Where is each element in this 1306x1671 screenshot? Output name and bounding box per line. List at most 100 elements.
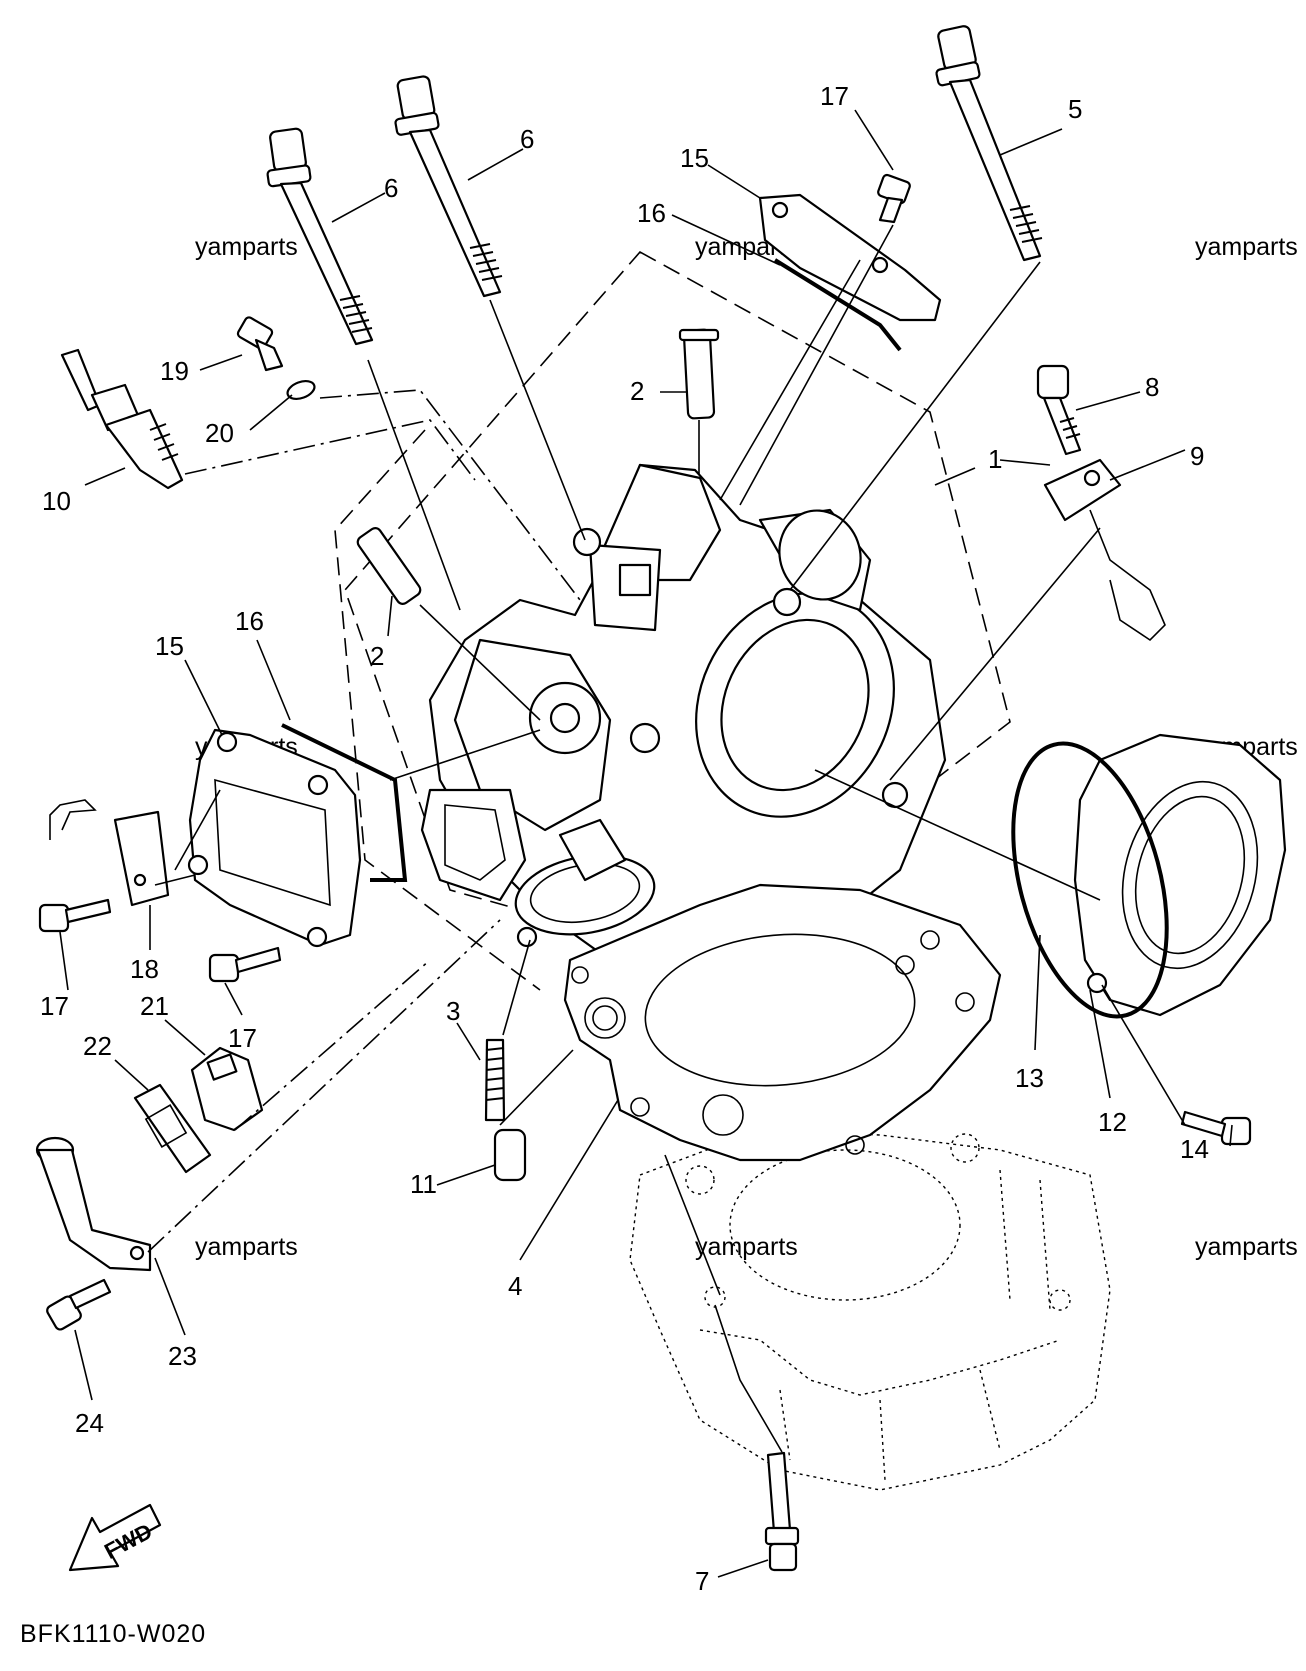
bolt-8 (1036, 364, 1082, 456)
callout-leader (331, 192, 386, 223)
callout-23: 23 (168, 1341, 197, 1371)
callout-leader (707, 164, 761, 199)
callout-24: 24 (75, 1408, 104, 1438)
assembly-line (489, 299, 586, 541)
diagram-code: BFK1110-W020 (20, 1620, 206, 1648)
callout-17: 17 (228, 1023, 257, 1053)
washer-20 (286, 379, 316, 401)
callout-leader (999, 459, 1051, 466)
callout-leader (934, 467, 976, 486)
callout-21: 21 (140, 991, 169, 1021)
callout-leader (256, 639, 291, 721)
callout-2: 2 (370, 641, 384, 671)
callout-leader (436, 1164, 496, 1186)
tappet-cover-top-gasket (773, 258, 902, 352)
callout-18: 18 (130, 954, 159, 984)
intake-joint (1073, 733, 1287, 1017)
head-bolt-6b (394, 75, 503, 298)
bolt-17-left (38, 898, 112, 933)
o-ring (1011, 741, 1169, 1019)
callout-leader (519, 1099, 619, 1261)
callout-9: 9 (1190, 441, 1204, 471)
callout-leader (1034, 934, 1041, 1051)
assembly-line (814, 769, 1101, 901)
callout-leader (1109, 449, 1186, 481)
callout-leader (854, 109, 894, 171)
bracket-9 (1043, 458, 1166, 642)
assembly-line (174, 789, 221, 871)
callout-16: 16 (235, 606, 264, 636)
head-gasket (563, 883, 1002, 1162)
watermark: yamparts (1195, 1233, 1298, 1261)
callout-17: 17 (820, 81, 849, 111)
callout-13: 13 (1015, 1063, 1044, 1093)
assembly-line (499, 1049, 574, 1126)
assembly-line (184, 419, 476, 481)
assembly-line (664, 1154, 721, 1296)
part-22 (133, 1083, 212, 1174)
callout-15: 15 (155, 631, 184, 661)
cylinder-head (420, 463, 947, 987)
callout-leader (249, 394, 293, 431)
callout-leader (1229, 1124, 1233, 1147)
callout-leader (224, 982, 243, 1016)
callout-5: 5 (1068, 94, 1082, 124)
callout-leader (74, 1329, 93, 1401)
callout-6: 6 (520, 124, 534, 154)
assembly-line (319, 389, 581, 601)
callout-10: 10 (42, 486, 71, 516)
assembly-line (1101, 984, 1186, 1126)
stud-3 (484, 1038, 506, 1122)
callout-6: 6 (384, 173, 398, 203)
tappet-cover-gasket (281, 723, 408, 882)
cylinder-head-assembly-outline (334, 429, 541, 991)
callout-leader (387, 595, 393, 637)
callout-3: 3 (446, 996, 460, 1026)
callout-leader (671, 214, 781, 266)
callout-4: 4 (508, 1271, 522, 1301)
watermark: yamparts (695, 1233, 798, 1261)
callout-leader (467, 148, 524, 181)
callout-leader (114, 1059, 149, 1091)
watermark: yamparts (1195, 233, 1298, 261)
assembly-line (419, 604, 541, 721)
bolt-17-top (877, 173, 911, 224)
callout-leader (1075, 391, 1141, 411)
callout-12: 12 (1098, 1107, 1127, 1137)
bolt-7 (764, 1451, 800, 1572)
assembly-line (367, 359, 461, 611)
assembly-line (154, 874, 196, 886)
bracket-18 (49, 799, 170, 907)
callout-16: 16 (637, 198, 666, 228)
callout-leader (154, 1257, 186, 1336)
assembly-line (714, 1304, 783, 1453)
part-21 (190, 1046, 264, 1132)
assembly-line (234, 959, 431, 1131)
bolt-14 (1180, 1110, 1252, 1146)
assembly-line (502, 939, 531, 1036)
callout-leader (199, 354, 243, 371)
assembly-line (889, 527, 1101, 781)
valve-guide-top (678, 328, 720, 420)
callout-leader (1089, 989, 1111, 1099)
callout-8: 8 (1145, 372, 1159, 402)
callout-leader (717, 1559, 769, 1578)
callout-20: 20 (205, 418, 234, 448)
cylinder-block (629, 1129, 1111, 1491)
head-bolt-5 (935, 25, 1043, 262)
watermark: yamparts (195, 1233, 298, 1261)
tappet-cover-top (758, 193, 942, 322)
head-bolt-6a (266, 127, 374, 346)
watermark: yamparts (195, 233, 298, 261)
assembly-line (789, 261, 1041, 591)
callout-leader (84, 467, 126, 486)
callout-22: 22 (83, 1031, 112, 1061)
hose-joint-23 (35, 1136, 152, 1272)
callout-leader (184, 659, 223, 736)
callout-19: 19 (160, 356, 189, 386)
spark-plug (60, 348, 184, 490)
callout-leader (999, 128, 1063, 156)
bolt-24 (46, 1278, 112, 1331)
bolt-19 (236, 316, 284, 372)
